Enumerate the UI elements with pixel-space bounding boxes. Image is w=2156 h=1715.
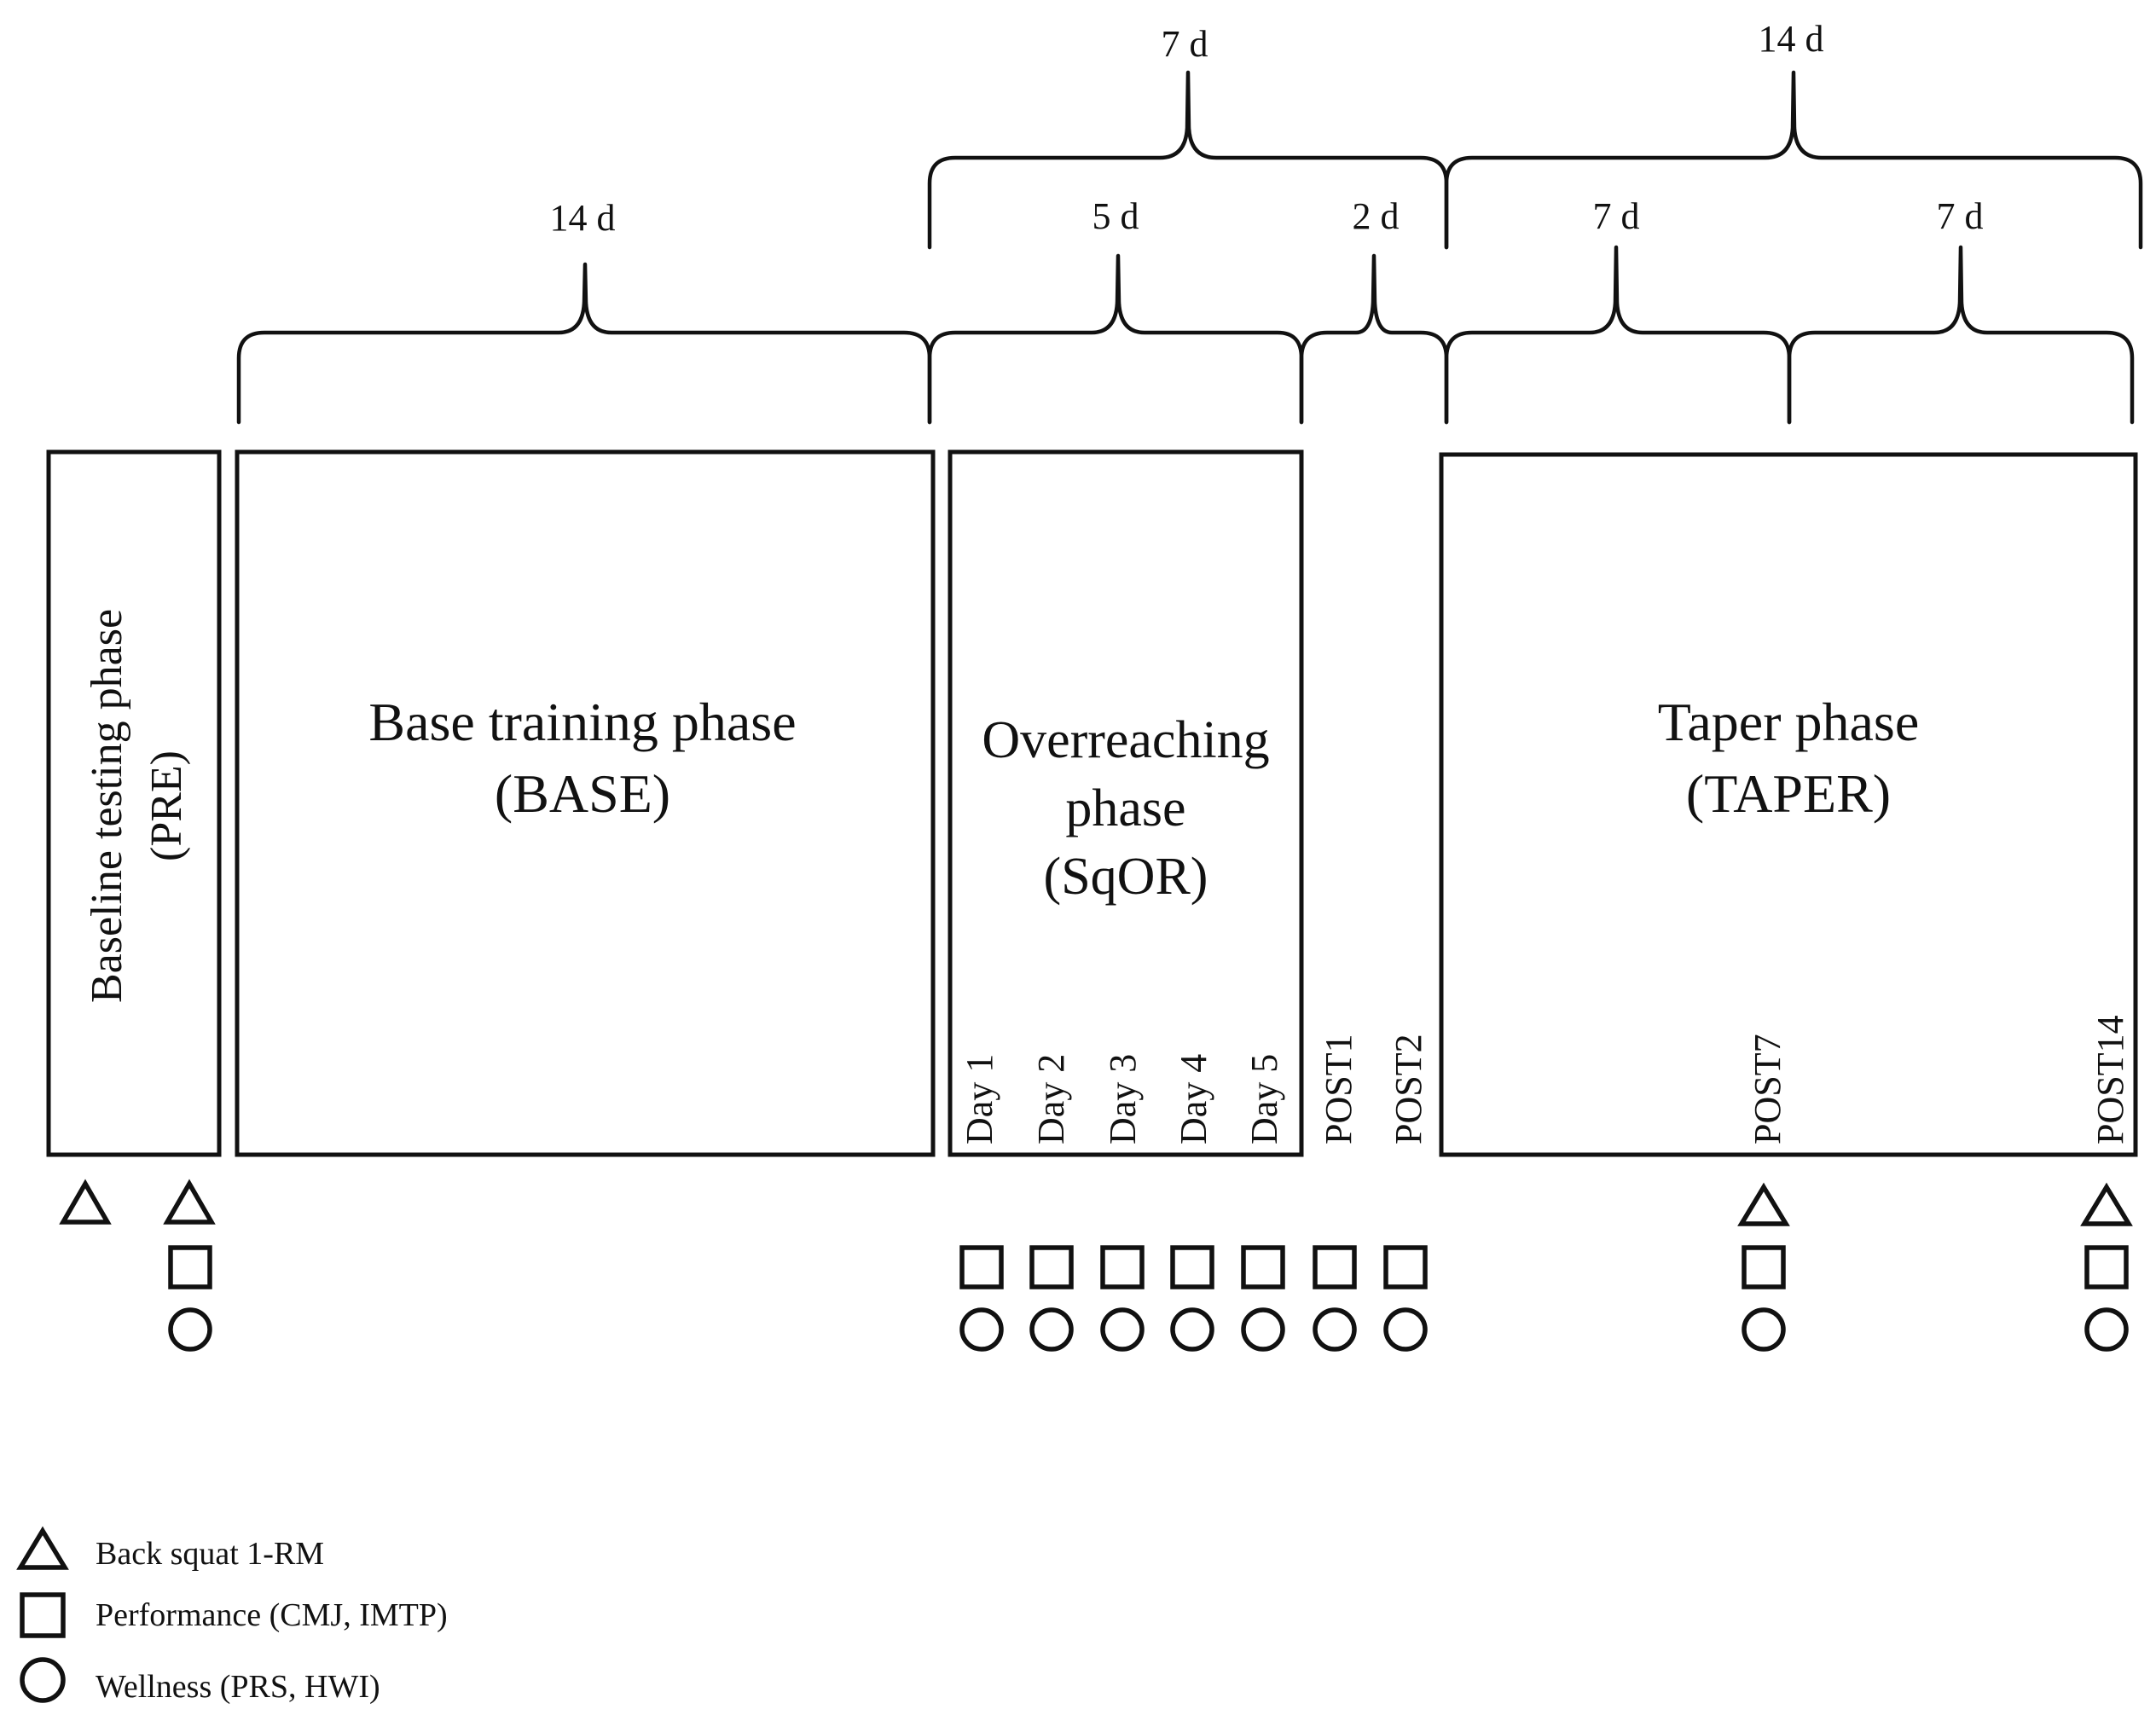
brace-sqor-5d [927, 253, 1304, 425]
phase-label-sqor-line2: phase [1065, 779, 1185, 837]
duration-label-sqor-5d: 5 d [1092, 195, 1139, 237]
phase-label-base-line2: (BASE) [495, 763, 670, 824]
phase-label-taper-line2: (TAPER) [1686, 763, 1891, 824]
brace-taper-14d [1444, 70, 2143, 250]
legend-triangle-icon [16, 1526, 69, 1570]
brace-taper-second-7d [1787, 245, 2135, 425]
circle-marker-icon [1383, 1307, 1428, 1352]
timepoint-label: Day 5 [1243, 1054, 1285, 1144]
square-marker-icon [1241, 1245, 1285, 1289]
legend-label-back-squat: Back squat 1-RM [96, 1536, 324, 1572]
duration-label-base-14d: 14 d [550, 197, 616, 239]
timepoint-label: POST1 [1318, 1034, 1359, 1144]
timepoint-label: Day 2 [1030, 1054, 1072, 1144]
marker-row-wellness [168, 1307, 2129, 1352]
marker-row-performance [168, 1245, 2129, 1289]
phase-box-sqor [948, 449, 1304, 1157]
phase-label-sqor-line3: (SqOR) [1044, 848, 1208, 906]
legend-label-performance: Performance (CMJ, IMTP) [96, 1597, 448, 1633]
circle-marker-icon [168, 1307, 212, 1352]
timepoint-label: Day 1 [959, 1054, 1000, 1144]
timepoint-label: Day 4 [1173, 1054, 1214, 1144]
brace-sqor-7d [927, 70, 1449, 250]
duration-label-taper-first-7d: 7 d [1593, 195, 1640, 237]
triangle-marker-icon [163, 1179, 216, 1225]
circle-marker-icon [2084, 1307, 2129, 1352]
square-marker-icon [1742, 1245, 1786, 1289]
square-marker-icon [1029, 1245, 1074, 1289]
phase-box-pre [46, 449, 222, 1157]
square-marker-icon [168, 1245, 212, 1289]
triangle-marker-icon [2080, 1182, 2133, 1226]
marker-row-back-squat [59, 1179, 2133, 1226]
circle-marker-icon [959, 1307, 1004, 1352]
square-marker-icon [1100, 1245, 1145, 1289]
circle-marker-icon [1170, 1307, 1214, 1352]
circle-marker-icon [1313, 1307, 1357, 1352]
triangle-marker-icon [59, 1179, 112, 1225]
phase-box-taper [1439, 452, 2138, 1157]
phase-box-base [235, 449, 936, 1157]
timepoint-label: POST14 [2089, 1015, 2131, 1144]
circle-marker-icon [1241, 1307, 1285, 1352]
timepoint-label: POST2 [1388, 1034, 1429, 1144]
brace-taper-first-7d [1444, 245, 1792, 425]
circle-marker-icon [1742, 1307, 1786, 1352]
legend-square-icon [20, 1592, 66, 1638]
brace-base-14d [236, 262, 932, 425]
phase-label-pre-line1: Baseline testing phase [83, 609, 131, 1003]
square-marker-icon [959, 1245, 1004, 1289]
phase-label-pre-line2: (PRE) [142, 750, 191, 861]
phase-label-base-line1: Base training phase [368, 692, 796, 752]
phase-label-sqor-line1: Overreaching [982, 711, 1269, 769]
square-marker-icon [1383, 1245, 1428, 1289]
square-marker-icon [1313, 1245, 1357, 1289]
duration-label-taper-second-7d: 7 d [1937, 195, 1984, 237]
circle-marker-icon [1100, 1307, 1145, 1352]
timepoint-label: Day 3 [1102, 1054, 1144, 1144]
duration-label-post-2d: 2 d [1353, 195, 1400, 237]
square-marker-icon [1170, 1245, 1214, 1289]
duration-label-sqor-7d: 7 d [1162, 23, 1208, 65]
brace-post-2d [1299, 253, 1449, 425]
triangle-marker-icon [1737, 1182, 1790, 1226]
legend-label-wellness: Wellness (PRS, HWI) [96, 1669, 380, 1705]
duration-label-taper-14d: 14 d [1759, 18, 1824, 60]
square-marker-icon [2084, 1245, 2129, 1289]
legend: Back squat 1-RM Performance (CMJ, IMTP) … [16, 1526, 448, 1705]
phase-label-taper-line1: Taper phase [1658, 692, 1919, 752]
legend-circle-icon [20, 1657, 66, 1703]
circle-marker-icon [1029, 1307, 1074, 1352]
timepoint-label: POST7 [1747, 1034, 1788, 1144]
